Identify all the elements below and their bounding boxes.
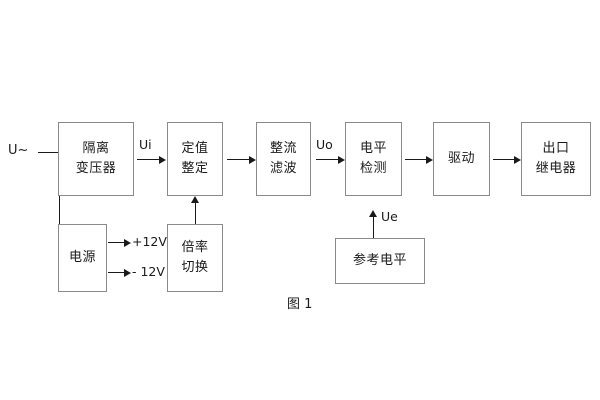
connector-rail-negative bbox=[108, 272, 124, 273]
rail-label-negative: - 12V bbox=[132, 264, 165, 279]
connector-multiplier-to-setting bbox=[195, 202, 196, 224]
block-level-detect-line1: 电平 bbox=[359, 140, 387, 156]
connector-setting-to-rectify bbox=[227, 159, 249, 160]
connector-reference-to-level bbox=[373, 216, 374, 238]
signal-label-ui: Ui bbox=[139, 137, 152, 152]
connector-rectify-to-level bbox=[316, 159, 338, 160]
block-setting-value-line2: 整定 bbox=[181, 161, 209, 176]
connector-transformer-to-setting bbox=[137, 159, 159, 160]
block-isolation-transformer-line2: 变压器 bbox=[75, 161, 117, 176]
arrowhead-transformer-to-setting bbox=[159, 155, 166, 164]
block-rectify-filter-line2: 滤波 bbox=[269, 161, 297, 176]
arrowhead-rail-positive bbox=[124, 238, 131, 247]
block-isolation-transformer-line1: 隔离 bbox=[82, 140, 110, 156]
connector-drive-to-relay bbox=[493, 159, 514, 160]
signal-label-uo: Uo bbox=[316, 137, 333, 152]
block-power-supply-line1: 电源 bbox=[68, 249, 96, 265]
block-multiplier-switch-line1: 倍率 bbox=[181, 239, 209, 255]
block-setting-value[interactable]: 定值 整定 bbox=[167, 122, 223, 196]
block-power-supply[interactable]: 电源 bbox=[58, 224, 107, 292]
arrowhead-rectify-to-level bbox=[338, 155, 345, 164]
block-rectify-filter[interactable]: 整流 滤波 bbox=[256, 122, 311, 196]
block-output-relay-line2: 继电器 bbox=[535, 161, 577, 176]
block-reference-level-line1: 参考电平 bbox=[352, 252, 407, 268]
block-isolation-transformer[interactable]: 隔离 变压器 bbox=[58, 122, 134, 196]
arrowhead-setting-to-rectify bbox=[249, 155, 256, 164]
block-output-relay[interactable]: 出口 继电器 bbox=[521, 122, 591, 196]
arrowhead-level-to-drive bbox=[426, 155, 433, 164]
arrowhead-reference-to-level bbox=[369, 210, 378, 217]
block-multiplier-switch[interactable]: 倍率 切换 bbox=[167, 224, 223, 292]
arrowhead-rail-negative bbox=[124, 268, 131, 277]
block-output-relay-line1: 出口 bbox=[542, 140, 570, 156]
connector-rail-positive bbox=[108, 242, 124, 243]
block-reference-level[interactable]: 参考电平 bbox=[335, 238, 425, 284]
block-drive[interactable]: 驱动 bbox=[433, 122, 490, 196]
block-drive-line1: 驱动 bbox=[447, 150, 475, 166]
figure-caption: 图 1 bbox=[287, 297, 313, 312]
block-level-detect[interactable]: 电平 检测 bbox=[345, 122, 402, 196]
block-multiplier-switch-line2: 切换 bbox=[181, 260, 209, 275]
connector-input-stub bbox=[38, 152, 60, 153]
block-setting-value-line1: 定值 bbox=[181, 140, 209, 156]
block-level-detect-line2: 检测 bbox=[359, 161, 387, 176]
signal-label-ue: Ue bbox=[381, 209, 398, 224]
arrowhead-multiplier-to-setting bbox=[191, 196, 200, 203]
connector-level-to-drive bbox=[405, 159, 426, 160]
block-rectify-filter-line1: 整流 bbox=[269, 140, 297, 156]
rail-label-positive: +12V bbox=[132, 234, 167, 249]
arrowhead-drive-to-relay bbox=[514, 155, 521, 164]
connector-input-bus bbox=[59, 152, 60, 259]
input-label-u-ac: U~ bbox=[8, 143, 29, 158]
